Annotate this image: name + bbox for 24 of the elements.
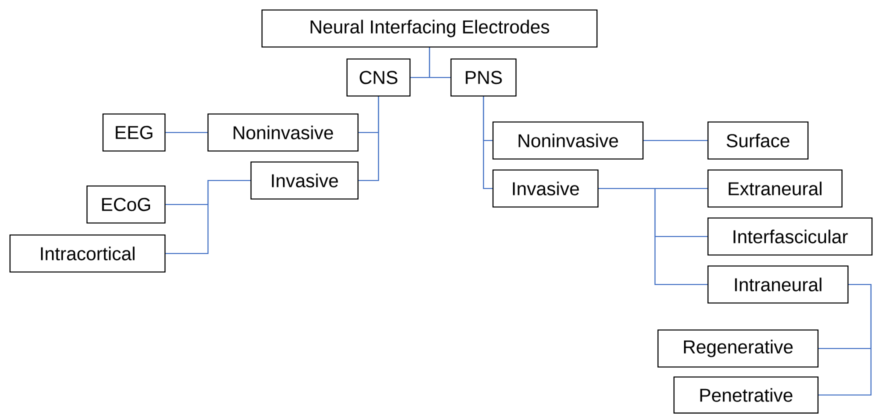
category-box: Noninvasive [492,121,644,160]
category-box: Noninvasive [207,113,359,152]
category-box: Interfascicular [707,217,873,256]
category-box: Intracortical [9,234,166,273]
connector-line [428,48,450,78]
category-box: Invasive [250,161,359,200]
category-box: Invasive [492,169,599,208]
connector-line [166,132,208,134]
category-box: EEG [102,113,166,152]
category-box: Surface [707,121,809,160]
category-box: Neural Interfacing Electrodes [261,9,598,48]
category-box: PNS [450,58,517,97]
connector-line [482,96,492,190]
connector-line [166,180,250,254]
category-box: Intraneural [707,265,849,304]
category-box: Penetrative [673,376,819,414]
connector-line [818,284,872,396]
category-box: Extraneural [707,169,843,208]
connector-line [644,140,708,142]
connector-line [598,188,708,286]
category-box: CNS [346,58,411,97]
category-box: Regenerative [657,329,819,368]
connector-line [358,96,380,182]
category-box: ECoG [86,185,166,224]
